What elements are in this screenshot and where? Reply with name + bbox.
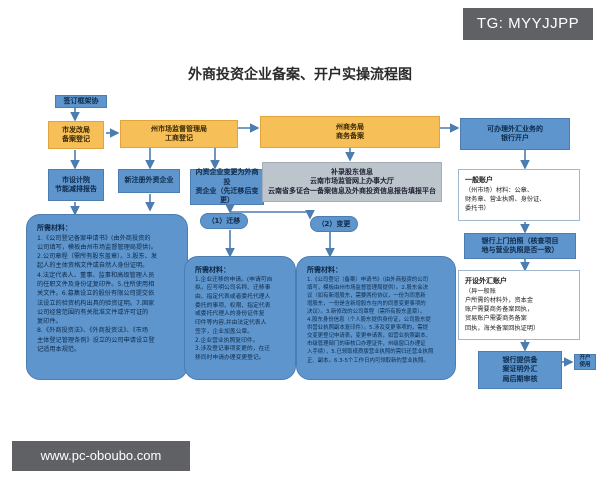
general-account-title: 一般账户 xyxy=(465,176,493,184)
materials-right-line: 供营业执照副本复印件）。5.涉及变更事项的，需提 xyxy=(307,325,429,332)
fx-account-line: 户所需的材料外，资本金 xyxy=(465,296,534,304)
materials-right-line: 市级管理部门的审核口办理证件，州级窗口办理证 xyxy=(307,341,426,348)
fx-account-panel: 开设外汇账户 （异一般账 户所需的材料外，资本金 账户需要商务备案回执， 贸易账… xyxy=(458,270,580,340)
materials-change-panel: 所需材料： 1.《公司登记（备案）申请书》（由外商投资的公司 填写，模板由州市场… xyxy=(296,256,456,380)
materials-mid-line: 委托的事项、权限、指定代表 xyxy=(195,302,271,309)
general-account-panel: 一般账户 （州市场）材料：公章、 财务章、营业执照、身份证、 委托书） xyxy=(458,169,580,221)
materials-left-line: 法设立的验资机构出具的验资证明。7.国家 xyxy=(37,299,155,307)
materials-mid-line: 拟，应写明公司名称、迁移事 xyxy=(195,285,271,292)
migrate-tag: （1）迁移 xyxy=(200,213,248,229)
bank-certificate-node: 银行提供备案证明外汇局后期审核 xyxy=(478,351,562,389)
supplement-line-3: 云南省多证合一备案信息及外商投资信息报告填报平台 xyxy=(268,186,436,195)
materials-left-line: 公司填写，模板由州市场监督管理局提供)。 xyxy=(37,243,157,251)
supplement-info-node: 补录股东信息云南市场监管网上办事大厅云南省多证合一备案信息及外商投资信息报告填报… xyxy=(262,162,442,202)
materials-mid-line: 由、指定代表或者委托代理人 xyxy=(195,294,271,301)
change-label: （2）变更 xyxy=(317,220,351,228)
materials-left-line: 起人的主体资格文件或自然人身份证明。 xyxy=(37,262,149,270)
state-commerce-line-2: 商务备案 xyxy=(336,132,364,140)
energy-line-2: 节能减排报告 xyxy=(55,185,97,193)
open-use-label: 开户使用 xyxy=(579,354,591,368)
fx-account-line: 贸易账户需要商务备案 xyxy=(465,315,527,323)
materials-right-line: 正、副本。6.3-5个工作日内可领取新的营业执照。 xyxy=(307,357,429,364)
fx-account-line: （异一般账 xyxy=(465,287,496,295)
bank-visit-line-1: 银行上门拍照（核查项目 xyxy=(481,236,559,245)
commerce-line-1: 市发改局 xyxy=(62,125,90,134)
materials-right-line: 交变更登记申请表，变更申请表，如营业执照副本、 xyxy=(307,333,431,340)
bank-top-line-1: 可办理外汇业务的 xyxy=(487,124,543,133)
materials-mid-line: 2.企业营业执照复印件。 xyxy=(195,337,259,344)
open-use-node: 开户使用 xyxy=(574,354,596,370)
materials-right-line: 议（如有新增股东，需要两份协议，一份为同意新 xyxy=(307,292,426,299)
materials-mid-line: 3.涉及登记事项变更的，在迁 xyxy=(195,346,271,353)
migrate-label: （1）迁移 xyxy=(207,217,241,225)
state-commerce-line-1: 州商务局 xyxy=(336,122,364,131)
bank-visit-node: 银行上门拍照（核查项目地与营业执照是否一致） xyxy=(464,233,576,259)
url-watermark: www.pc-oboubo.com xyxy=(12,441,190,471)
change-tag: （2）变更 xyxy=(310,216,358,232)
domestic-change-node: 内资企业变更为外商投资企业（先迁移后变更） xyxy=(190,168,264,205)
materials-right-line: 填写，模板由州市场监督管理局提供）。2.股东会决 xyxy=(307,284,429,291)
materials-left-line: 复印件。 xyxy=(37,318,62,326)
supplement-line-2: 云南市场监管网上办事大厅 xyxy=(310,177,394,186)
bank-cert-line-2: 案证明外汇 xyxy=(502,365,538,374)
materials-left-line: 关文件。6.募集设立的股份有限公司提交依 xyxy=(37,290,155,298)
materials-left-line: 4.法定代表人、董事、监事和高级管理人员 xyxy=(37,271,155,279)
bank-top-line-2: 银行开户 xyxy=(501,134,529,142)
materials-left-line: 主体登记管理条例》设立的公司申请设立登 xyxy=(37,336,155,344)
change-reg-line-2: 资企业（先迁移后变更） xyxy=(195,187,259,205)
general-account-line: （州市场）材料：公章、 xyxy=(465,186,534,194)
supplement-line-1: 补录股东信息 xyxy=(331,167,373,176)
materials-left-line: 公司经营范围的有关批准文件或许可证的 xyxy=(37,308,149,316)
materials-right-line: 1.《公司登记（备案）申请书》（由外商投资的公司 xyxy=(307,276,429,283)
bank-visit-line-2: 地与营业执照是否一致） xyxy=(481,246,559,254)
materials-right-line: 增股东，一份是含新增股东在内的同意变更事项的 xyxy=(307,300,426,307)
new-foreign-enterprise-node: 新注册外资企业 xyxy=(118,169,180,193)
sign-agreement-node: 签订框架协 xyxy=(55,95,107,108)
materials-mid-line: 或委托代理人的身份证件复 xyxy=(195,311,265,318)
bank-cert-line-3: 局后期审核 xyxy=(502,374,538,383)
bank-account-top-node: 可办理外汇业务的银行开户 xyxy=(460,118,570,150)
materials-mid-line: 印件等内容,并由法定代表人 xyxy=(195,320,267,327)
materials-mid-title: 所需材料： xyxy=(195,266,230,274)
energy-line-1: 市设计院 xyxy=(62,175,90,184)
fx-account-line: 回执，海关备案回执证明） xyxy=(465,324,540,332)
market-supervision-node: 州市场监督管理局工商登记 xyxy=(120,120,238,148)
materials-mid-line: 移同时申请办理变更登记。 xyxy=(195,354,265,361)
energy-report-node: 市设计院节能减排报告 xyxy=(48,169,104,201)
commerce-line-2: 备案登记 xyxy=(62,135,90,143)
sign-agreement-label: 签订框架协 xyxy=(63,96,99,105)
market-line-2: 工商登记 xyxy=(165,134,193,142)
new-reg-label: 新注册外资企业 xyxy=(124,176,174,185)
materials-left-line: 记适用本规范。 xyxy=(37,346,81,354)
materials-mid-line: 1.企业迁移的申请。(申请可自 xyxy=(195,276,273,283)
market-line-1: 州市场监督管理局 xyxy=(151,124,207,133)
materials-right-title: 所需材料： xyxy=(307,266,342,274)
materials-left-title: 所需材料： xyxy=(37,224,72,232)
materials-migrate-panel: 所需材料： 1.企业迁移的申请。(申请可自 拟，应写明公司名称、迁移事 由、指定… xyxy=(184,256,296,380)
fx-account-line: 账户需要商务备案回执， xyxy=(465,306,534,314)
materials-mid-line: 签字，企业加盖公章。 xyxy=(195,328,253,335)
materials-left-line: 1.《公司登记备案申请书》(由外商投资的 xyxy=(37,234,151,242)
materials-right-line: 入手续），5.已领取纸质版营业执照的需归还营业执照 xyxy=(307,349,434,356)
telegram-watermark: TG: MYYJJPP xyxy=(463,8,593,40)
materials-left-panel: 所需材料： 1.《公司登记备案申请书》(由外商投资的 公司填写，模板由州市场监督… xyxy=(26,214,188,380)
commerce-registration-node: 市发改局备案登记 xyxy=(48,121,104,149)
materials-left-line: 的任职文件及身份证复印件。5.住所使用相 xyxy=(37,280,155,288)
materials-left-line: 8.《外商投资法》、《外商投资法》、《市场 xyxy=(37,327,149,335)
materials-left-line: 2.公司章程（需所有股东盖章）。3.股东、发 xyxy=(37,253,158,261)
general-account-line: 委托书） xyxy=(465,205,490,213)
bank-cert-line-1: 银行提供备 xyxy=(502,355,538,364)
state-commerce-node: 州商务局商务备案 xyxy=(260,116,440,148)
diagram-title: 外商投资企业备案、开户实操流程图 xyxy=(188,67,412,83)
fx-account-title: 开设外汇账户 xyxy=(465,277,507,285)
materials-right-line: 决议）。3.新修改的公司章程（需所有股东盖章）。 xyxy=(307,308,426,315)
materials-right-line: 4.股东身份信息（个人股东提供身份证，公司股东提 xyxy=(307,317,431,324)
change-reg-line-1: 内资企业变更为外商投 xyxy=(195,168,259,186)
general-account-line: 财务章、营业执照、身份证、 xyxy=(465,195,546,203)
